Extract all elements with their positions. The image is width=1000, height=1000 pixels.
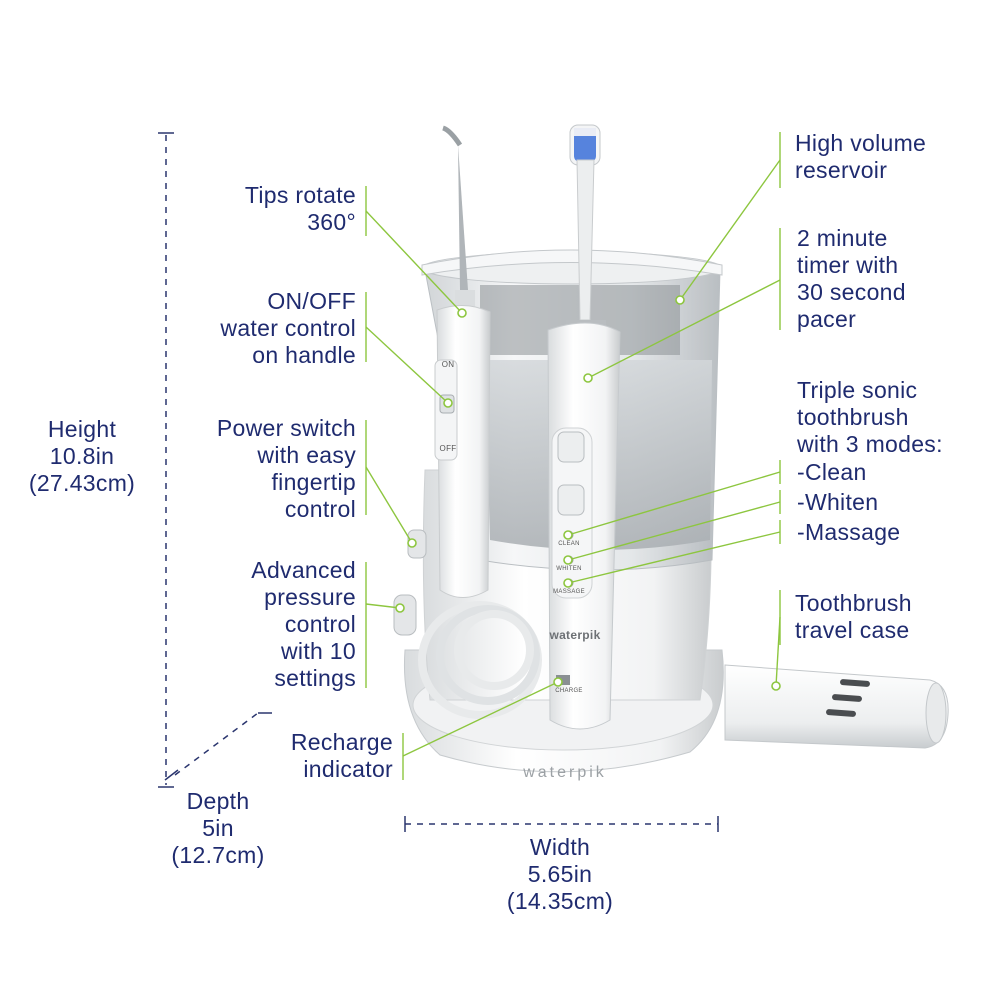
mode-whiten-text: WHITEN xyxy=(556,566,582,572)
mode-clean-text: CLEAN xyxy=(558,541,580,547)
travel-case xyxy=(724,664,949,749)
dimension-lines xyxy=(158,132,719,832)
mode-massage-text: MASSAGE xyxy=(553,589,585,595)
brush-brand-text: waterpik xyxy=(549,628,601,642)
callout-dots xyxy=(395,295,781,691)
handle-off-text: OFF xyxy=(439,444,457,453)
base-brand-text: waterpik xyxy=(523,764,607,781)
callout-mode-massage: -Massage xyxy=(797,519,901,545)
callout-mode-clean: -Clean xyxy=(797,459,867,485)
callout-mode-whiten: -Whiten xyxy=(797,489,879,515)
handle-on-text: ON xyxy=(441,360,455,369)
flosser-handle xyxy=(434,125,491,598)
charge-text: CHARGE xyxy=(555,688,583,694)
hose-coil xyxy=(418,601,542,719)
callout-lines xyxy=(365,132,781,780)
